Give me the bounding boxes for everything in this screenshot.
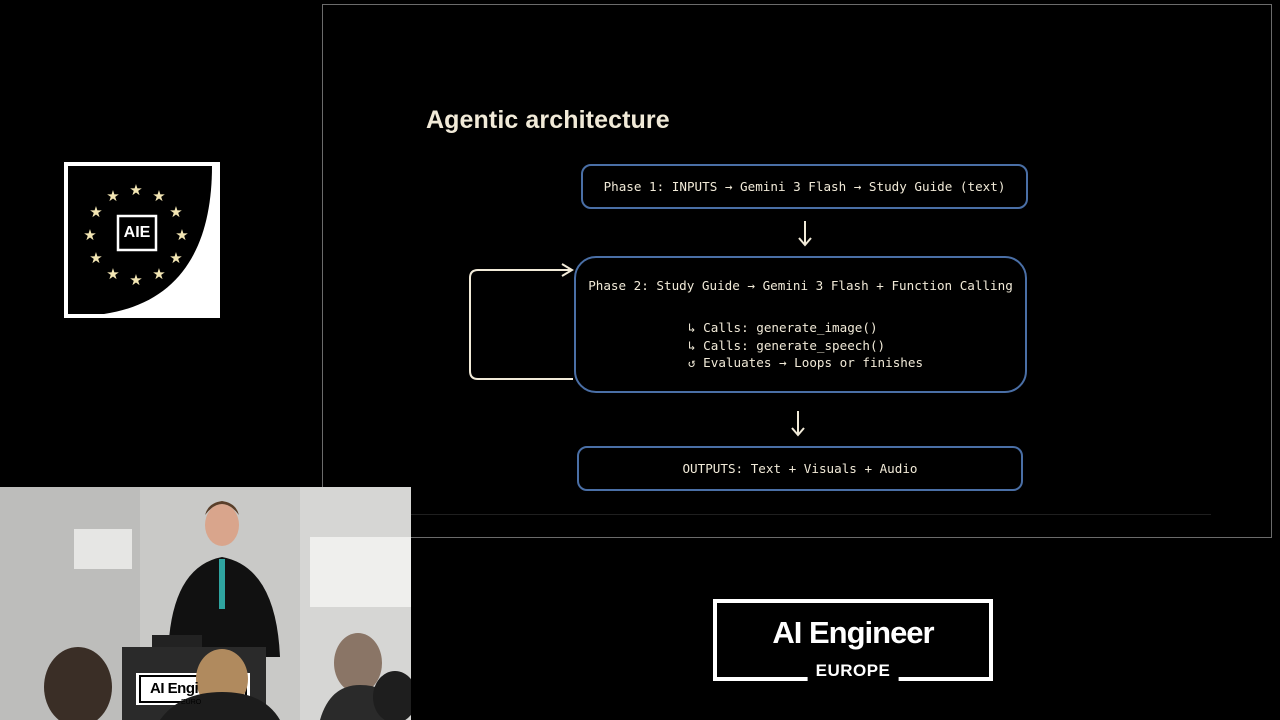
speaker-scene: [0, 487, 411, 720]
speaker-video: AI Engi EURO: [0, 487, 411, 720]
slide-title: Agentic architecture: [426, 106, 670, 134]
svg-text:★: ★: [106, 187, 119, 205]
phase2-box: Phase 2: Study Guide → Gemini 3 Flash + …: [574, 256, 1027, 393]
svg-text:★: ★: [175, 226, 188, 244]
podium-sign-subtext: EURO: [181, 699, 202, 706]
svg-text:★: ★: [152, 265, 165, 283]
slide-divider: [383, 514, 1211, 515]
logo-subtitle: EUROPE: [807, 659, 899, 683]
phase2-label: Phase 2: Study Guide → Gemini 3 Flash + …: [588, 278, 1013, 293]
podium-sign-text: AI Engi: [150, 680, 199, 697]
svg-text:★: ★: [106, 265, 119, 283]
phase2-step-evaluate: ↺ Evaluates → Loops or finishes: [688, 355, 924, 370]
outputs-box: OUTPUTS: Text + Visuals + Audio: [577, 446, 1023, 491]
svg-text:★: ★: [83, 226, 96, 244]
phase2-steps: ↳ Calls: generate_image() ↳ Calls: gener…: [688, 319, 923, 372]
feedback-loop-arrow-icon: [469, 263, 574, 380]
svg-text:★: ★: [169, 203, 182, 221]
phase1-box: Phase 1: INPUTS → Gemini 3 Flash → Study…: [581, 164, 1028, 209]
svg-text:★: ★: [129, 271, 142, 289]
aie-logo-text: AIE: [123, 224, 151, 241]
svg-text:★: ★: [129, 181, 142, 199]
phase1-label: Phase 1: INPUTS → Gemini 3 Flash → Study…: [603, 179, 1006, 194]
arrow-down-1-icon: [798, 221, 812, 247]
svg-text:★: ★: [89, 203, 102, 221]
svg-text:★: ★: [152, 187, 165, 205]
arrow-down-2-icon: [791, 411, 805, 437]
ai-engineer-europe-logo: AI Engineer EUROPE: [713, 599, 993, 683]
logo-title: AI Engineer: [772, 615, 934, 650]
aie-logo: ★ ★ ★ ★ ★ ★ ★ ★ ★ ★ ★ ★ AIE: [64, 162, 220, 318]
phase2-step-generate-image: ↳ Calls: generate_image(): [688, 320, 878, 335]
outputs-label: OUTPUTS: Text + Visuals + Audio: [682, 461, 918, 476]
presentation-slide: Agentic architecture Phase 1: INPUTS → G…: [322, 4, 1272, 538]
svg-text:★: ★: [169, 249, 182, 267]
aie-logo-graphic: ★ ★ ★ ★ ★ ★ ★ ★ ★ ★ ★ ★: [64, 162, 220, 318]
svg-text:★: ★: [89, 249, 102, 267]
phase2-step-generate-speech: ↳ Calls: generate_speech(): [688, 337, 886, 353]
